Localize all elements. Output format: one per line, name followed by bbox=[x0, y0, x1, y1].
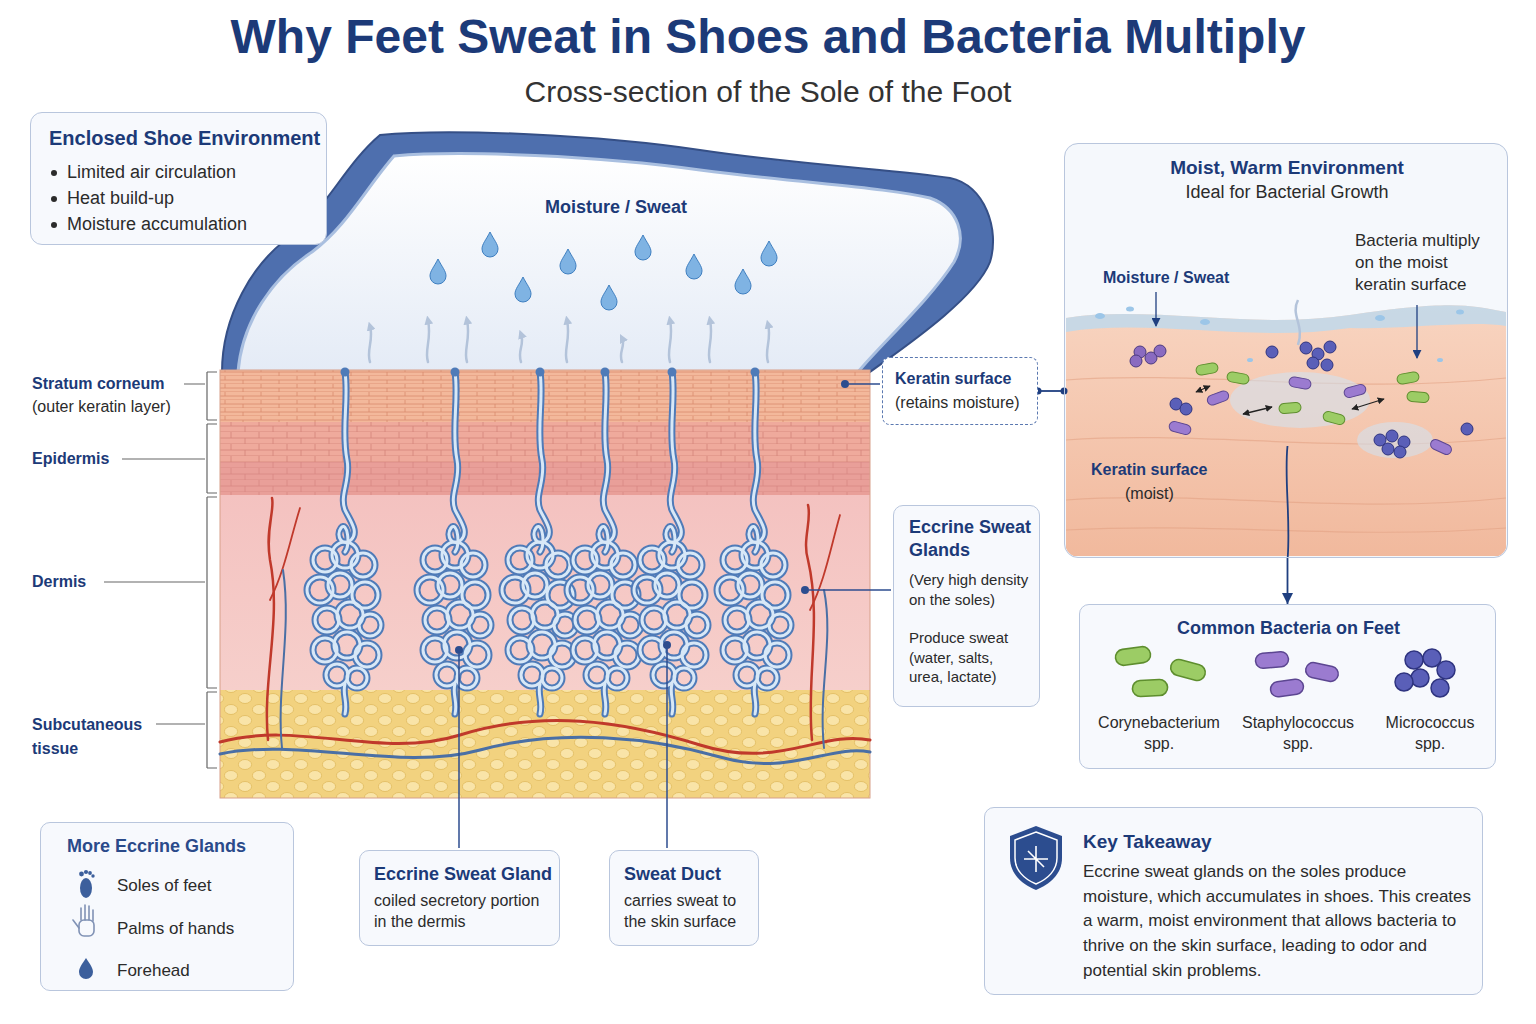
panel-arrows bbox=[1156, 292, 1417, 414]
text-slot: Limited air circulation bbox=[67, 161, 317, 184]
text-slot: Moisture / Sweat bbox=[545, 196, 745, 219]
box-text: Limited air circulation bbox=[67, 161, 317, 184]
text-slot: (retains moisture) bbox=[895, 393, 1035, 414]
vapor-arrows bbox=[369, 320, 769, 362]
layer-brackets bbox=[104, 372, 217, 768]
leader-dots bbox=[455, 380, 849, 654]
sweat-drops bbox=[430, 232, 777, 310]
text-slot: Cross-section of the Sole of the Foot bbox=[0, 72, 1536, 111]
box-text: Moisture accumulation bbox=[67, 213, 317, 236]
box-text: Produce sweat (water, salts, urea, lacta… bbox=[909, 628, 1031, 687]
shoe-outline bbox=[222, 132, 993, 372]
layer-label: (outer keratin layer) bbox=[32, 397, 232, 418]
box-heading: Eccrine Sweat Gland bbox=[374, 863, 554, 886]
box-heading: Sweat Duct bbox=[624, 863, 750, 886]
layer-label: Cross-section of the Sole of the Foot bbox=[0, 72, 1536, 111]
text-slot: Soles of feet bbox=[117, 875, 287, 897]
box-text: (retains moisture) bbox=[895, 393, 1035, 414]
box-text: Ideal for Bacterial Growth bbox=[1065, 181, 1509, 204]
text-slot: Staphylococcus spp. bbox=[1233, 713, 1363, 755]
box-text: Keratin surface bbox=[1091, 460, 1261, 481]
layer-label: Subcutaneous tissue bbox=[32, 713, 152, 761]
box-text: Moisture / Sweat bbox=[1103, 268, 1273, 289]
info-box: More Eccrine GlandsSoles of feetPalms of… bbox=[40, 822, 294, 991]
text-slot: Eccrine Sweat Gland bbox=[374, 863, 554, 886]
text-slot: Moist, Warm Environment bbox=[1065, 156, 1509, 181]
box-text: Staphylococcus spp. bbox=[1233, 713, 1363, 755]
text-slot: More Eccrine Glands bbox=[67, 835, 287, 858]
text-slot: Why Feet Sweat in Shoes and Bacteria Mul… bbox=[0, 8, 1536, 66]
box-heading: Moist, Warm Environment bbox=[1065, 156, 1509, 181]
text-slot: Epidermis bbox=[32, 449, 152, 470]
text-slot: coiled secretory portion in the dermis bbox=[374, 891, 554, 933]
text-slot: Enclosed Shoe Environment bbox=[49, 125, 324, 151]
text-slot: (outer keratin layer) bbox=[32, 397, 232, 418]
shield-icon bbox=[1010, 826, 1062, 890]
text-slot: Common Bacteria on Feet bbox=[1080, 617, 1497, 640]
leader-lines bbox=[459, 384, 891, 848]
box-heading: Eccrine Sweat Glands bbox=[909, 516, 1034, 563]
callout-box: Eccrine Sweat Glands (Very high density o… bbox=[893, 505, 1040, 707]
callout-box: Keratin surface (retains moisture) bbox=[882, 357, 1038, 425]
text-slot: Corynebacterium spp. bbox=[1089, 713, 1229, 755]
layer-label: Epidermis bbox=[32, 449, 152, 470]
takeaway-box: Key TakeawayEccrine sweat glands on the … bbox=[984, 807, 1483, 995]
sweat-glands bbox=[307, 368, 791, 715]
callout-box: Sweat Duct carries sweat to the skin surf… bbox=[609, 850, 759, 946]
text-slot: Eccrine sweat glands on the soles produc… bbox=[1083, 860, 1473, 983]
text-slot: Stratum corneum bbox=[32, 374, 212, 395]
box-heading: Common Bacteria on Feet bbox=[1080, 617, 1497, 640]
box-text: carries sweat to the skin surface bbox=[624, 891, 750, 933]
info-box: Enclosed Shoe EnvironmentLimited air cir… bbox=[30, 112, 327, 245]
text-slot: Bacteria multiply on the moist keratin s… bbox=[1355, 230, 1497, 296]
callout-box: Eccrine Sweat Gland coiled secretory port… bbox=[359, 850, 560, 946]
layer-label: Moisture / Sweat bbox=[545, 196, 745, 219]
connector bbox=[1287, 558, 1289, 604]
text-slot: Ideal for Bacterial Growth bbox=[1065, 181, 1509, 204]
box-text: Forehead bbox=[117, 960, 287, 982]
layer-label: Dermis bbox=[32, 572, 152, 593]
layer-label: Stratum corneum bbox=[32, 374, 212, 395]
text-slot: (Very high density on the soles) bbox=[909, 570, 1039, 609]
box-text: Palms of hands bbox=[117, 918, 287, 940]
connector bbox=[1038, 390, 1064, 392]
box-heading: More Eccrine Glands bbox=[67, 835, 287, 858]
gland-location-icons bbox=[73, 870, 95, 979]
page-title: Why Feet Sweat in Shoes and Bacteria Mul… bbox=[0, 8, 1536, 66]
zoom-panel: Moist, Warm EnvironmentIdeal for Bacteri… bbox=[1064, 143, 1508, 558]
text-slot: Forehead bbox=[117, 960, 287, 982]
text-slot: Keratin surface bbox=[1091, 460, 1261, 481]
box-text: Soles of feet bbox=[117, 875, 287, 897]
box-text: Corynebacterium spp. bbox=[1089, 713, 1229, 755]
text-slot: Key Takeaway bbox=[1083, 830, 1463, 855]
box-text: Heat build-up bbox=[67, 187, 317, 210]
box-text: (Very high density on the soles) bbox=[909, 570, 1039, 609]
box-text: coiled secretory portion in the dermis bbox=[374, 891, 554, 933]
zoom-skin bbox=[1066, 300, 1506, 557]
box-heading: Keratin surface bbox=[895, 369, 1035, 390]
text-slot: Subcutaneous tissue bbox=[32, 713, 152, 761]
text-slot: Moisture / Sweat bbox=[1103, 268, 1273, 289]
bacteria bbox=[1130, 341, 1473, 458]
text-slot: Produce sweat (water, salts, urea, lacta… bbox=[909, 628, 1031, 687]
text-slot: Eccrine Sweat Glands bbox=[909, 516, 1034, 563]
box-heading: Key Takeaway bbox=[1083, 830, 1463, 855]
bacteria-icons bbox=[1114, 646, 1455, 698]
text-slot: Dermis bbox=[32, 572, 152, 593]
box-text: Bacteria multiply on the moist keratin s… bbox=[1355, 230, 1497, 296]
text-slot: Micrococcus spp. bbox=[1375, 713, 1485, 755]
text-slot: Sweat Duct bbox=[624, 863, 750, 886]
text-slot: (moist) bbox=[1125, 484, 1225, 505]
text-slot: Keratin surface bbox=[895, 369, 1035, 390]
text-slot: Moisture accumulation bbox=[67, 213, 317, 236]
box-text: Eccrine sweat glands on the soles produc… bbox=[1083, 860, 1473, 983]
text-slot: carries sweat to the skin surface bbox=[624, 891, 750, 933]
box-heading: Enclosed Shoe Environment bbox=[49, 125, 324, 151]
box-text: Micrococcus spp. bbox=[1375, 713, 1485, 755]
text-slot: Heat build-up bbox=[67, 187, 317, 210]
box-text: (moist) bbox=[1125, 484, 1225, 505]
text-slot: Palms of hands bbox=[117, 918, 287, 940]
bacteria-box: Common Bacteria on FeetCorynebacterium s… bbox=[1079, 604, 1496, 769]
